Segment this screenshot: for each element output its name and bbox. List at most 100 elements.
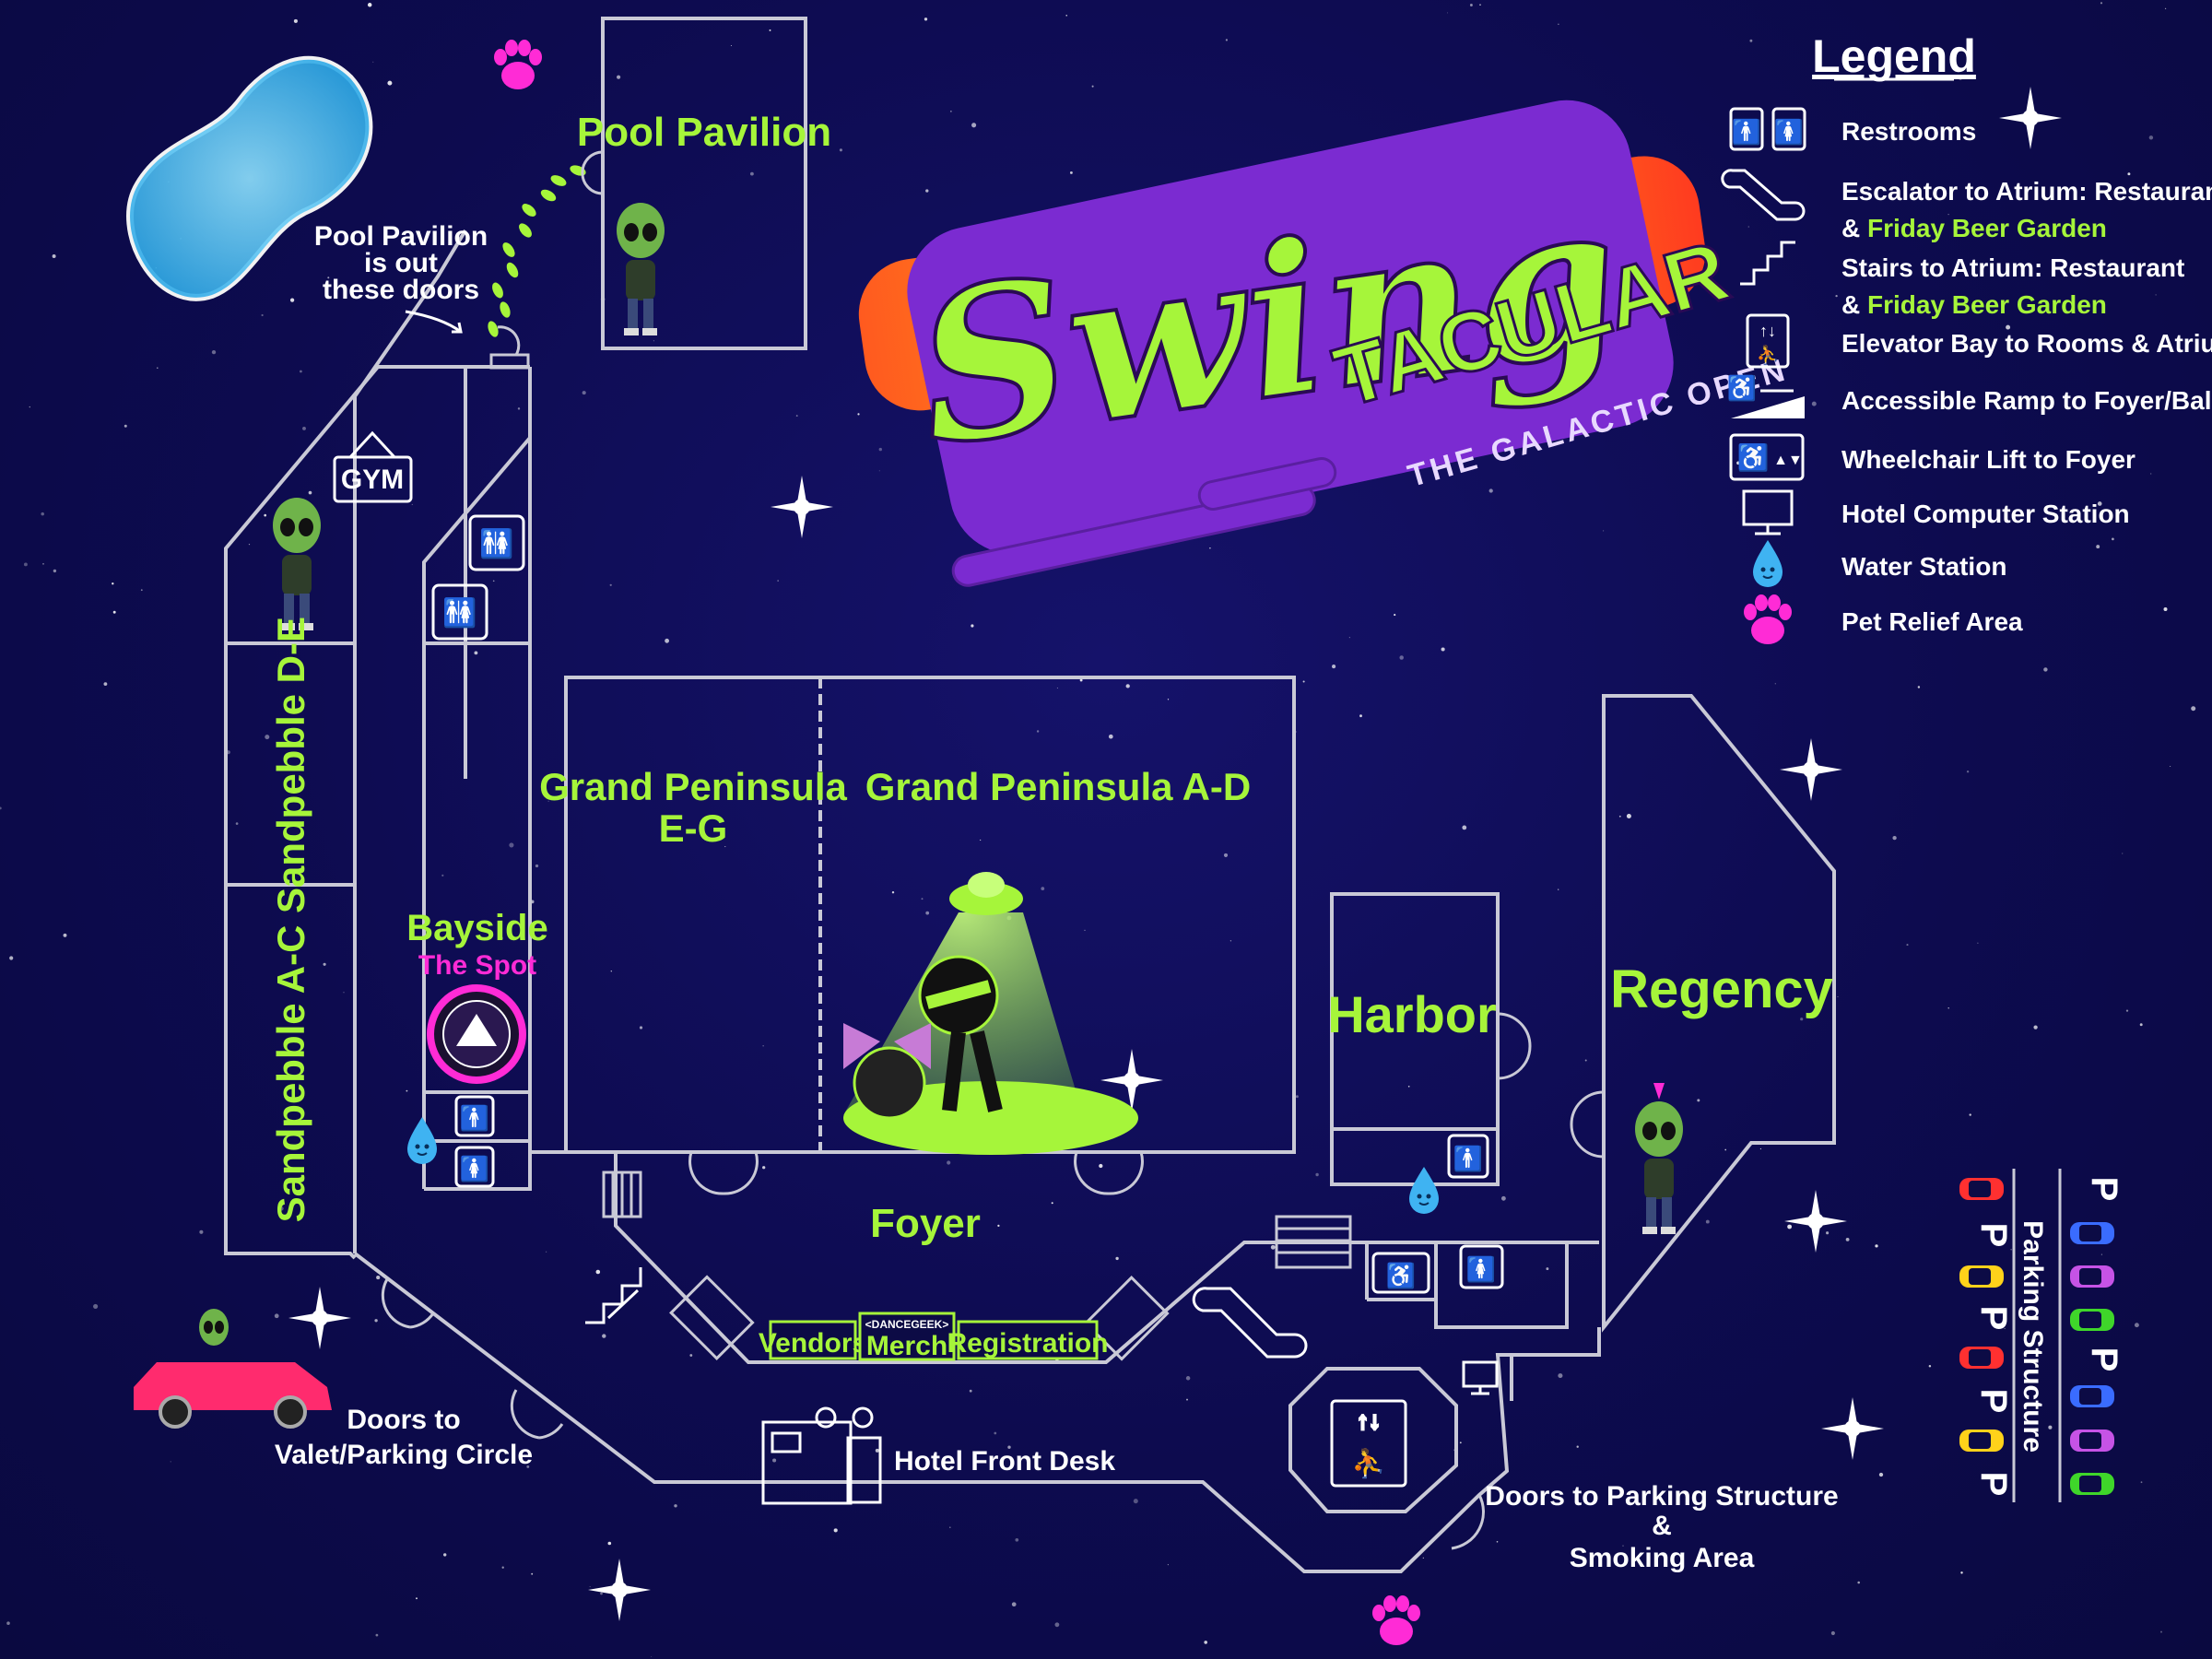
footprint-trail-icon [488, 165, 586, 337]
star [293, 18, 298, 23]
star [651, 1655, 653, 1657]
star [1185, 1376, 1191, 1381]
star [1496, 1540, 1499, 1543]
star [1469, 4, 1473, 6]
legend-item-label: Water Station [1841, 552, 2006, 581]
star [376, 1276, 381, 1280]
merch-label: Merch [866, 1331, 947, 1361]
room-sandpebble-ac: Sandpebble A-C [269, 925, 312, 1223]
star [2097, 501, 2102, 506]
ufo-dancer-illustration [843, 872, 1138, 1155]
star [1270, 1244, 1276, 1250]
legend-item-label: Restrooms [1841, 117, 1976, 146]
star [925, 911, 930, 915]
star [1837, 995, 1839, 997]
pool-note: Pool Pavilion is out these doors [314, 221, 488, 334]
star [2048, 1425, 2053, 1430]
star [1963, 571, 1966, 573]
parking-doors-line3: Smoking Area [1570, 1543, 1755, 1573]
star [769, 29, 771, 31]
paw-icon [1744, 594, 1792, 644]
star [1348, 637, 1350, 639]
restrooms-icon: 🚻 [431, 583, 488, 641]
star [1546, 1267, 1549, 1271]
star [639, 1026, 643, 1030]
star [2134, 1323, 2139, 1328]
svg-text:🚻: 🚻 [442, 596, 477, 629]
star [1626, 814, 1631, 818]
star [1558, 23, 1559, 25]
legend-item-label-line2: & Friday Beer Garden [1841, 214, 2107, 242]
star [1332, 665, 1336, 669]
star [1705, 1219, 1710, 1224]
star [1186, 1398, 1188, 1401]
star [103, 682, 108, 686]
star [969, 1389, 972, 1393]
star [1960, 1571, 1963, 1574]
legend-item: Water Station [1752, 539, 2006, 588]
star [343, 992, 345, 994]
star [1115, 1256, 1119, 1261]
pool-icon [126, 55, 373, 301]
bright-star [588, 1559, 651, 1621]
star [1441, 647, 1445, 652]
star [323, 962, 326, 966]
star [1835, 294, 1838, 298]
svg-text:▲▼: ▲▼ [1773, 453, 1803, 468]
star [1622, 1545, 1624, 1547]
room-pool-pavilion: Pool Pavilion [577, 110, 831, 155]
star [1947, 213, 1949, 216]
star [501, 1566, 504, 1569]
star [42, 563, 44, 565]
front-desk-icon [761, 1406, 882, 1505]
star [2112, 537, 2114, 541]
star [2163, 607, 2168, 611]
star [1459, 1441, 1462, 1444]
star [2170, 766, 2171, 768]
elevator-icon: ↑↓⛹ [1746, 313, 1790, 369]
star [492, 580, 495, 582]
star [1800, 1018, 1804, 1021]
star [1225, 39, 1229, 41]
star [602, 1334, 606, 1338]
star [372, 61, 374, 63]
star [925, 189, 929, 193]
star [1558, 1373, 1563, 1379]
star [1811, 401, 1817, 406]
star [600, 1592, 603, 1595]
star [1947, 1007, 1949, 1009]
star [1618, 815, 1621, 818]
star [367, 3, 372, 7]
star [1007, 1445, 1011, 1449]
legend-item-label: Pet Relief Area [1841, 607, 2023, 636]
star [2139, 1023, 2143, 1027]
star [2127, 172, 2131, 176]
star [1584, 1059, 1587, 1062]
star [52, 254, 56, 258]
star [607, 1541, 612, 1546]
star [411, 503, 413, 505]
svg-text:🚻: 🚻 [479, 527, 513, 559]
star [294, 1199, 299, 1203]
parking-doors-line1: Doors to Parking Structure [1485, 1481, 1838, 1512]
star [1826, 1231, 1830, 1235]
star [777, 580, 779, 582]
star [609, 583, 612, 586]
room-gp-eg-line2: E-G [659, 806, 728, 850]
the-spot-logo [427, 984, 526, 1084]
star [994, 1431, 997, 1435]
legend-item: ♿▲▼Wheelchair Lift to Foyer [1729, 433, 2136, 481]
star [2140, 1481, 2143, 1484]
star [1878, 51, 1880, 53]
star [2164, 7, 2167, 9]
star [1125, 684, 1130, 688]
star [1747, 226, 1750, 228]
restrooms-icon: 🚹🚺 [1729, 107, 1806, 151]
legend-item: Hotel Computer Station [1742, 489, 2130, 535]
star [545, 1251, 547, 1253]
legend-item: Pet Relief Area [1744, 594, 2023, 644]
vendors-label: Vendors [759, 1328, 867, 1359]
star [1069, 171, 1073, 174]
parking-letter: P [1973, 1472, 2014, 1497]
